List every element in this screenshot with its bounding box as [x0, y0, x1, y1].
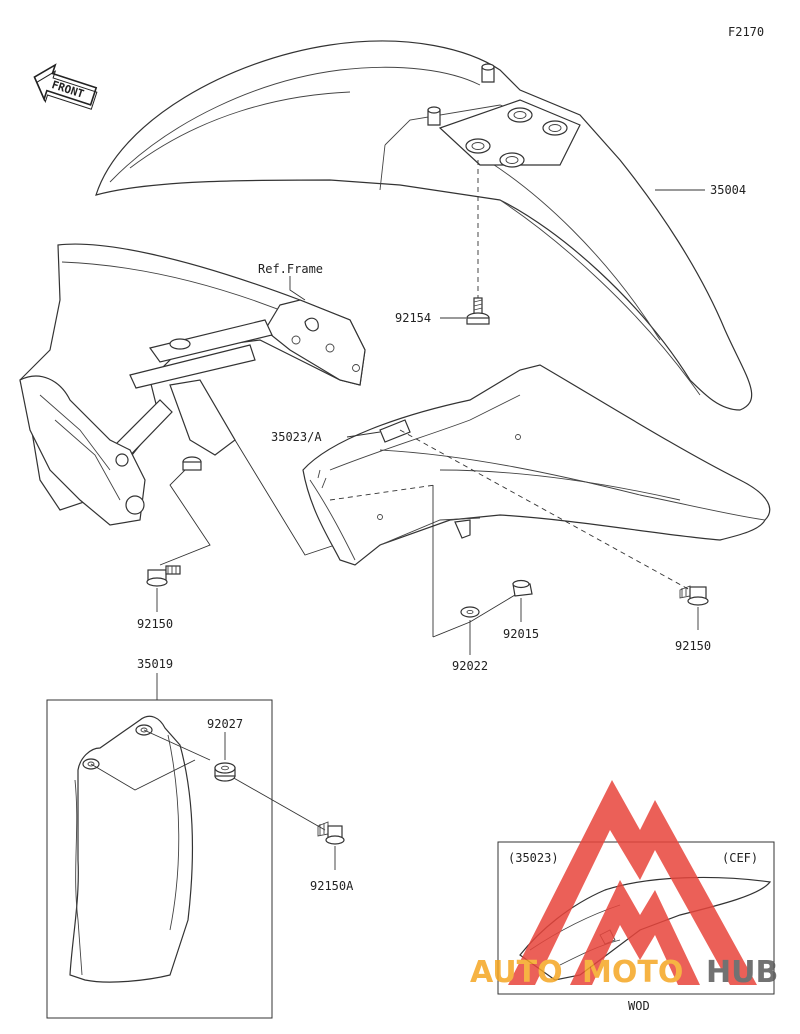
- label-92015: 92015: [503, 627, 539, 641]
- watermark-moto: MOTO: [582, 955, 683, 990]
- inset-caption: WOD: [628, 999, 650, 1013]
- figure-code: F2170: [728, 25, 764, 39]
- watermark-hub: HUB: [706, 955, 778, 990]
- label-92150a: 92150A: [310, 879, 354, 893]
- label-92150-right: 92150: [675, 639, 711, 653]
- mud-flap-box: [46, 699, 273, 1019]
- watermark-auto: AUTO: [470, 955, 563, 990]
- inset-region: (CEF): [722, 851, 758, 865]
- bolt-92150-right-icon: [679, 585, 709, 606]
- label-92027: 92027: [207, 717, 243, 731]
- label-35004: 35004: [710, 183, 746, 197]
- frame-structure: [19, 243, 366, 526]
- collar-92027-icon: [214, 762, 236, 782]
- front-fender-35004: [95, 40, 753, 411]
- label-92150-left: 92150: [137, 617, 173, 631]
- label-35019: 35019: [137, 657, 173, 671]
- bolt-92150-left-icon: [146, 565, 181, 587]
- washer-92022-icon: [460, 606, 480, 618]
- bolt-92150a-icon: [317, 821, 345, 845]
- nut-92015-icon: [512, 579, 533, 597]
- label-92154: 92154: [395, 311, 431, 325]
- bolt-92154-icon: [466, 297, 490, 325]
- label-92022: 92022: [452, 659, 488, 673]
- ref-frame-label: Ref.Frame: [258, 262, 323, 276]
- mud-flap-35019: [69, 715, 194, 983]
- front-arrow-icon: FRONT: [33, 63, 98, 110]
- automotohub-logo: AUTO MOTO HUB: [470, 780, 778, 990]
- inset-part-ref: (35023): [508, 851, 559, 865]
- label-35023-a: 35023/A: [271, 430, 322, 444]
- front-fender-35023: [302, 364, 771, 566]
